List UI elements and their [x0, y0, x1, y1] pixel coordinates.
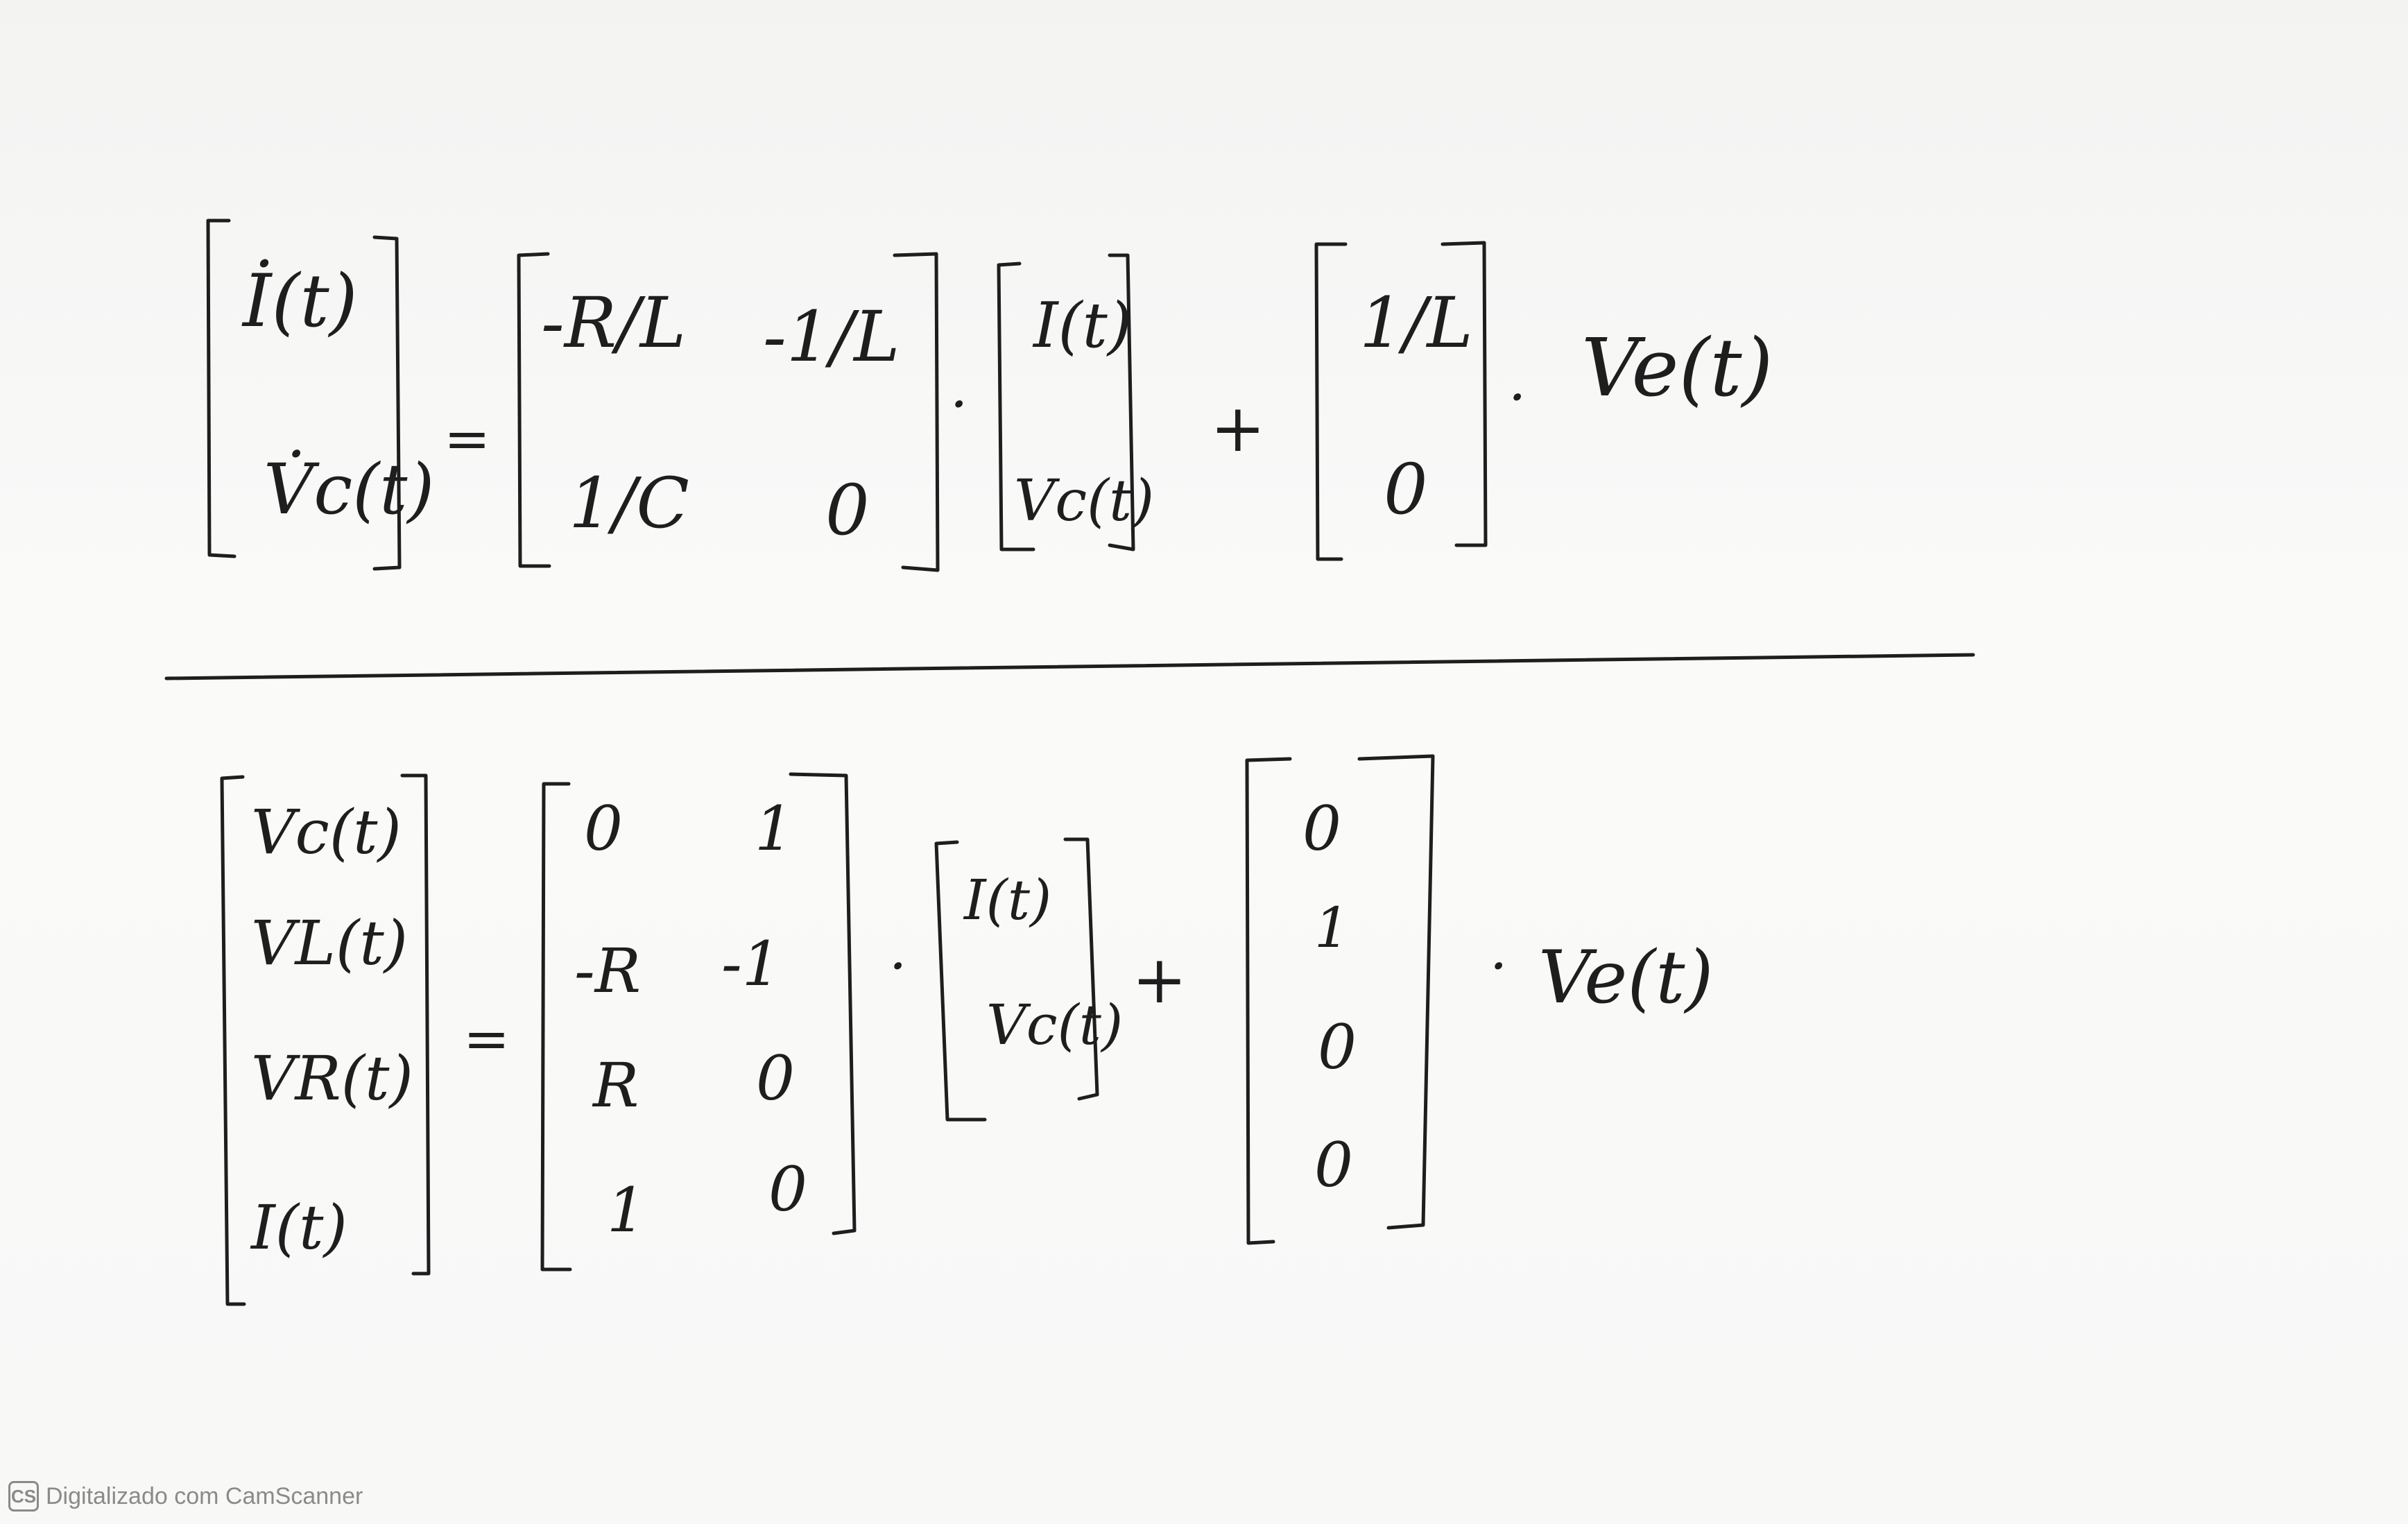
- eq2-matrix-c-r0c1: 1: [755, 793, 793, 864]
- eq2-matrix-d-row-2: 0: [1318, 1011, 1357, 1083]
- eq2-state-row-0: I(t): [963, 868, 1051, 932]
- eq1-dot-2: ·: [1508, 365, 1526, 429]
- eq2-matrix-c-r3c0: 1: [607, 1174, 646, 1246]
- eq2-plus-sign: +: [1132, 942, 1187, 1018]
- eq2-matrix-c-r3c1: 0: [768, 1154, 807, 1225]
- eq2-lhs-left-bracket: [220, 775, 246, 1306]
- eq2-lhs-row-3: I(t): [250, 1192, 347, 1263]
- eq2-matrix-d-row-3: 0: [1314, 1129, 1353, 1201]
- eq1-matrix-a-r1c1: 0: [825, 470, 870, 551]
- eq1-matrix-b-right-bracket: [1440, 241, 1488, 547]
- camscanner-text: Digitalizado com CamScanner: [46, 1482, 363, 1509]
- eq2-input-ve: Ve(t): [1538, 935, 1713, 1020]
- eq1-matrix-a-r1c0: 1/C: [569, 463, 689, 544]
- eq2-state-right-bracket: [1063, 837, 1099, 1101]
- eq1-equals-sign: =: [444, 406, 490, 471]
- eq2-lhs-row-0: Vc(t): [251, 796, 402, 868]
- equation-1: İ(t) V̇c(t) = -R/L -1/L 1/C 0 · I(t) Vc(…: [206, 219, 1773, 572]
- eq1-matrix-a-r0c1: -1/L: [763, 296, 900, 377]
- eq2-matrix-c-r2c1: 0: [756, 1043, 795, 1114]
- eq2-state-row-1: Vc(t): [986, 993, 1123, 1057]
- eq1-lhs-right-bracket: [372, 235, 402, 571]
- eq1-lhs-row-1: V̇c(t): [264, 449, 434, 530]
- eq1-input-ve: Ve(t): [1581, 322, 1773, 415]
- eq2-matrix-d-left-bracket: [1245, 757, 1292, 1245]
- eq2-equals-sign: =: [463, 1007, 510, 1071]
- equation-2: Vc(t) VL(t) VR(t) I(t) = 0 1 -R -1 R 0 1…: [220, 754, 1713, 1306]
- eq2-matrix-c-left-bracket: [540, 782, 572, 1272]
- eq2-matrix-c-r2c0: R: [592, 1050, 639, 1121]
- eq1-matrix-b-row-1: 0: [1384, 449, 1428, 530]
- eq1-matrix-a-r0c0: -R/L: [541, 282, 686, 363]
- eq1-lhs-row-0: İ(t): [241, 259, 358, 343]
- eq1-matrix-b-left-bracket: [1314, 242, 1348, 561]
- eq1-state-row-1: Vc(t): [1014, 468, 1154, 534]
- eq1-plus-sign: +: [1210, 391, 1266, 467]
- eq2-lhs-row-1: VL(t): [251, 907, 408, 979]
- eq1-matrix-a-left-bracket: [517, 252, 551, 568]
- eq2-matrix-d-row-0: 0: [1302, 793, 1341, 864]
- camscanner-logo: CS: [8, 1481, 39, 1512]
- eq2-lhs-row-2: VR(t): [251, 1043, 413, 1114]
- eq1-lhs-left-bracket: [206, 219, 237, 558]
- eq1-state-left-bracket: [997, 262, 1035, 551]
- eq2-state-left-bracket: [934, 840, 987, 1122]
- eq1-matrix-b-row-0: 1/L: [1359, 282, 1473, 363]
- eq1-dot-1: ·: [950, 372, 968, 436]
- eq2-matrix-c-r0c0: 0: [584, 793, 623, 864]
- eq2-matrix-c-right-bracket: [789, 772, 857, 1235]
- camscanner-watermark: CS Digitalizado com CamScanner: [8, 1479, 363, 1514]
- eq1-matrix-a-right-bracket: [893, 252, 940, 572]
- eq2-matrix-d-row-1: 1: [1314, 896, 1350, 960]
- eq1-state-row-0: I(t): [1032, 289, 1132, 362]
- eq2-matrix-c-r1c0: -R: [574, 935, 641, 1007]
- eq2-dot-2: ·: [1490, 934, 1507, 998]
- eq1-state-right-bracket: [1108, 253, 1135, 551]
- eq2-dot-1: ·: [889, 934, 906, 998]
- eq2-lhs-right-bracket: [400, 773, 431, 1276]
- eq2-matrix-d-right-bracket: [1357, 754, 1435, 1230]
- eq2-matrix-c-r1c1: -1: [721, 928, 781, 1000]
- divider-line: [164, 653, 1975, 680]
